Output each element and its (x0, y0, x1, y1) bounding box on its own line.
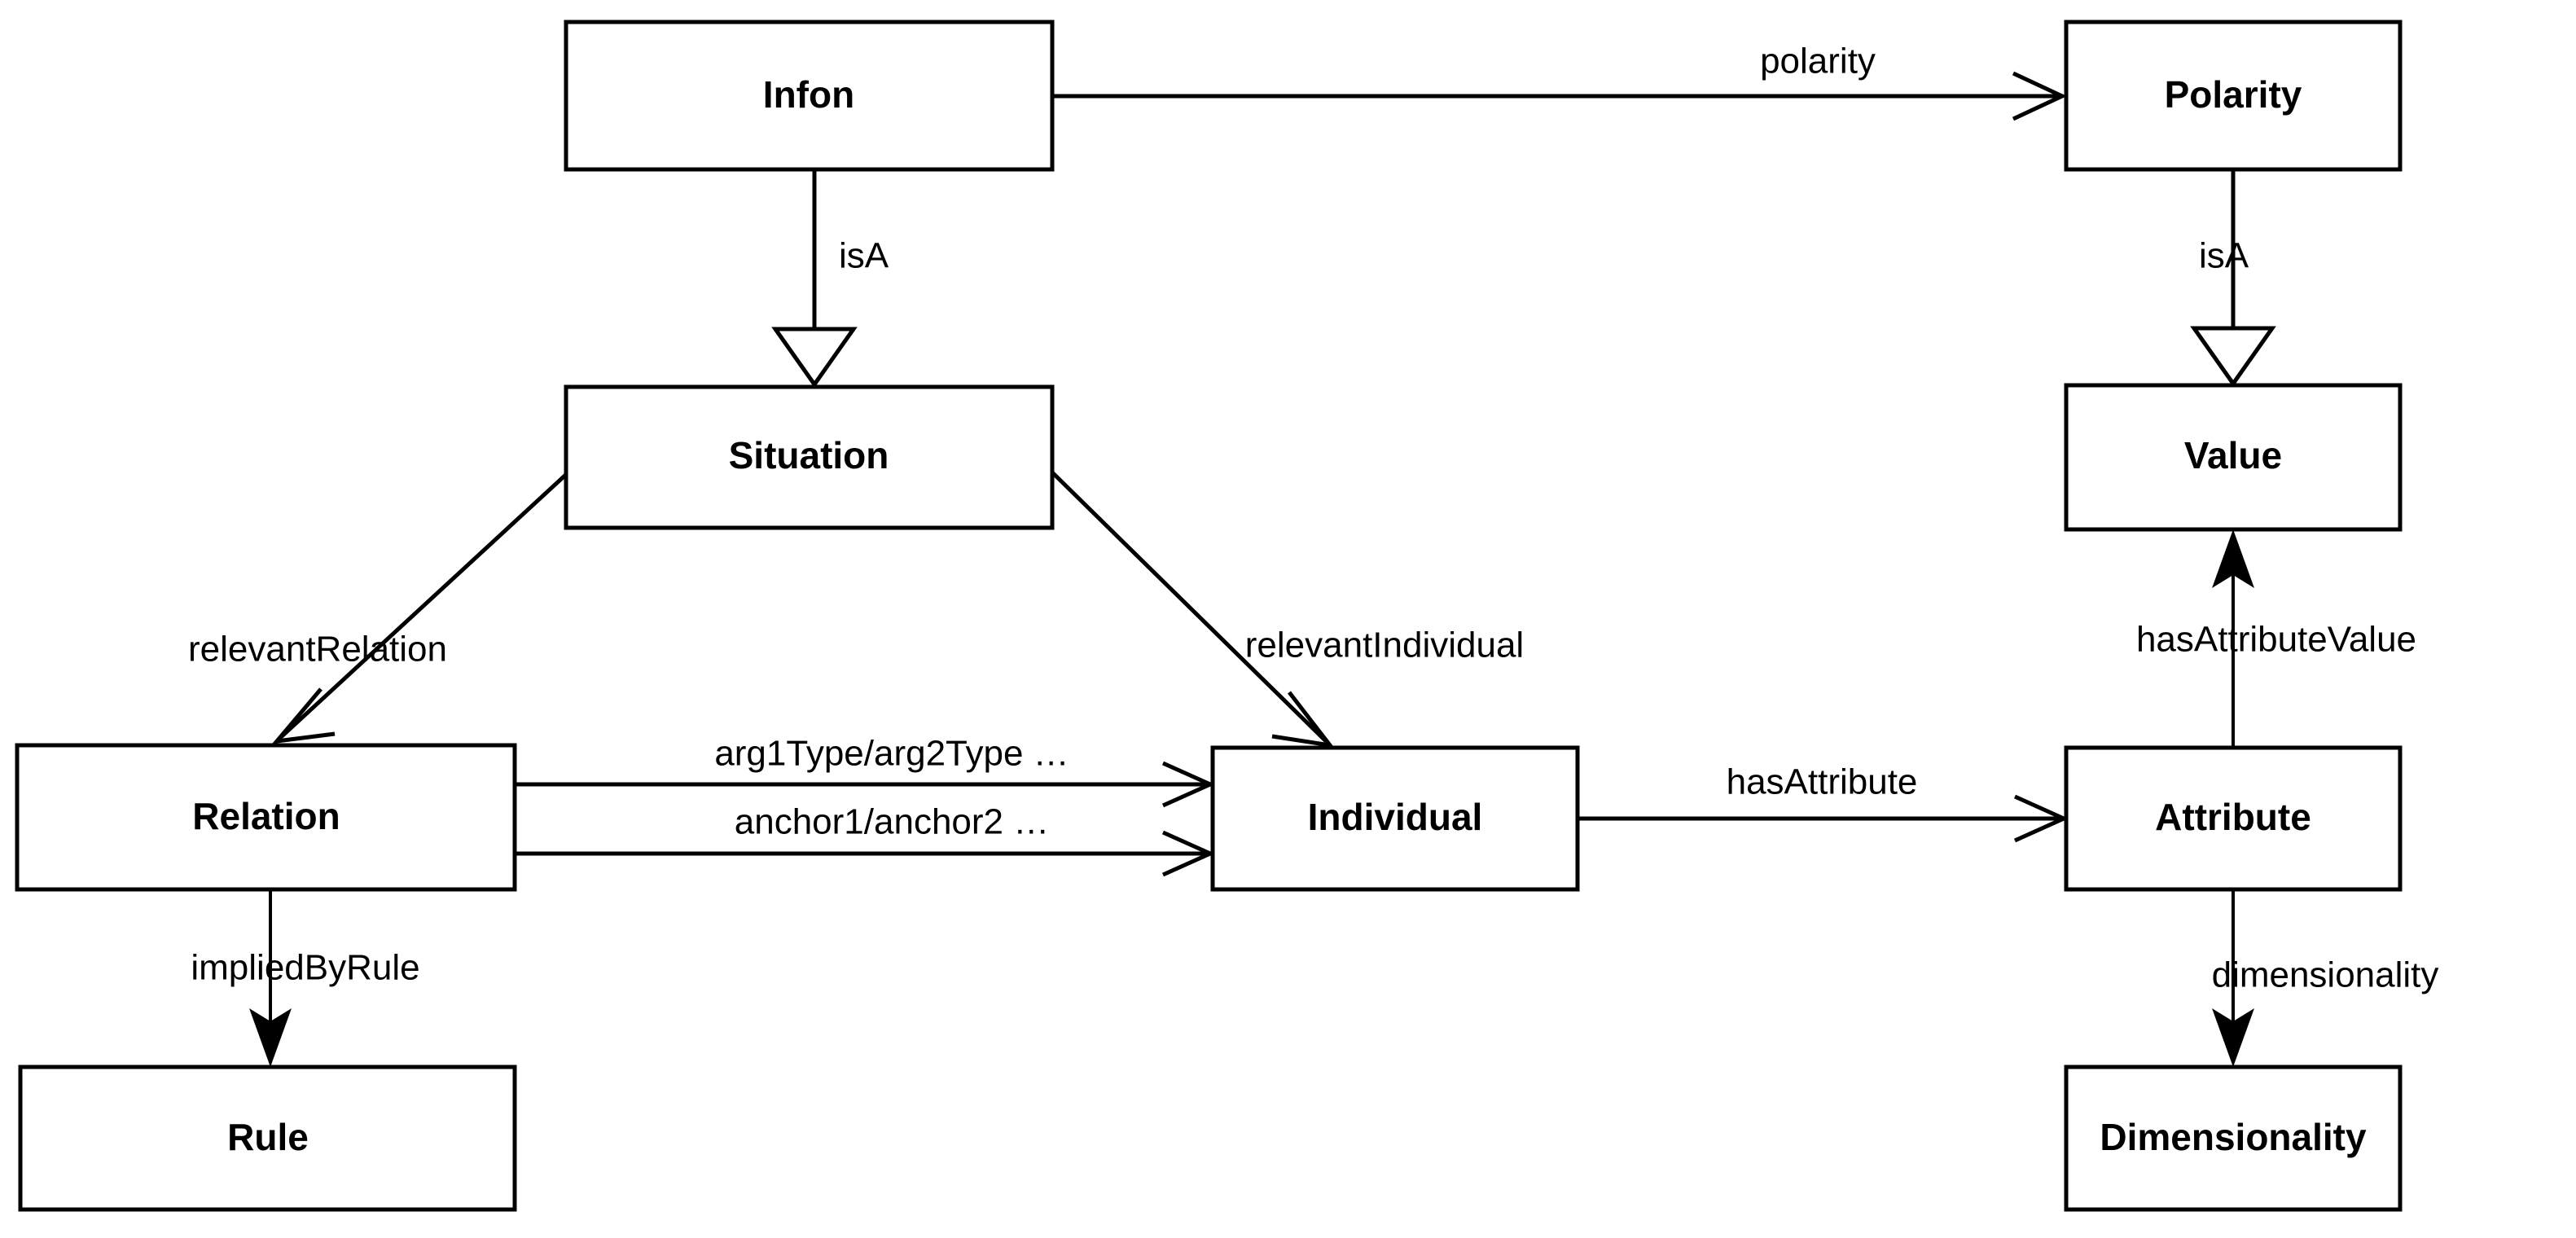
node-dimensionality[interactable]: Dimensionality (2064, 1065, 2403, 1212)
edge-arg-type[interactable] (515, 761, 1216, 808)
edge-label-has-attribute: hasAttribute (1727, 762, 1918, 802)
edge-label-relevant-individual: relevantIndividual (1245, 626, 1524, 665)
edge-polarity-isa-arrowhead-hollow-triangle-icon (2190, 326, 2276, 388)
edge-polarity-isa[interactable] (2190, 169, 2276, 388)
edge-infon-isa[interactable] (771, 169, 858, 389)
edge-label-anchor: anchor1/anchor2 … (735, 802, 1049, 842)
node-attribute[interactable]: Attribute (2064, 745, 2403, 892)
edge-label-relevant-relation: relevantRelation (188, 630, 447, 669)
node-value-box (2064, 383, 2403, 532)
edge-has-attribute-value-arrowhead-solid-icon (2212, 529, 2254, 588)
edge-implied-by-rule-arrowhead-solid-icon (249, 1008, 292, 1067)
edge-arg-type-arrowhead-open-icon (1161, 761, 1216, 808)
node-dimensionality-label: Dimensionality (2100, 1116, 2367, 1158)
node-individual-box (1210, 745, 1580, 892)
edge-relevant-individual-line (1049, 469, 1327, 743)
edge-label-dimensionality: dimensionality (2212, 955, 2439, 995)
edge-dimensionality-arrowhead-solid-icon (2212, 1008, 2254, 1067)
node-individual[interactable]: Individual (1210, 745, 1580, 892)
node-rule-label: Rule (227, 1116, 309, 1158)
edge-polarity-arrowhead-open-icon (2012, 71, 2067, 121)
node-relation[interactable]: Relation (15, 743, 517, 892)
node-polarity[interactable]: Polarity (2064, 20, 2403, 172)
node-attribute-label: Attribute (2155, 796, 2311, 838)
edge-relevant-individual[interactable] (1049, 469, 1335, 749)
node-infon-label: Infon (763, 73, 854, 116)
node-relation-box (15, 743, 517, 892)
node-situation[interactable]: Situation (564, 384, 1055, 530)
node-dimensionality-box (2064, 1065, 2403, 1212)
edge-has-attribute[interactable] (1578, 794, 2069, 843)
edge-anchor-arrowhead-open-icon (1161, 830, 1216, 877)
edge-label-infon-isa: isA (839, 236, 889, 276)
edge-label-polarity: polarity (1760, 42, 1876, 81)
edge-label-has-attribute-value: hasAttributeValue (2136, 620, 2416, 660)
edge-polarity[interactable] (1052, 71, 2067, 121)
edge-relevant-relation-line (279, 469, 572, 739)
node-relation-label: Relation (192, 795, 340, 837)
node-situation-label: Situation (729, 434, 889, 476)
node-attribute-box (2064, 745, 2403, 892)
node-individual-label: Individual (1308, 796, 1483, 838)
node-value-label: Value (2184, 434, 2282, 476)
edge-relevant-relation-arrowhead-open-icon (271, 687, 336, 744)
edge-implied-by-rule[interactable] (249, 889, 292, 1067)
node-polarity-box (2064, 20, 2403, 172)
edge-infon-isa-arrowhead-hollow-triangle-icon (771, 327, 858, 389)
edge-label-arg-type: arg1Type/arg2Type … (714, 734, 1069, 774)
edge-has-attribute-value[interactable] (2212, 529, 2254, 748)
edge-label-implied-by-rule: impliedByRule (191, 948, 419, 988)
node-polarity-label: Polarity (2165, 73, 2302, 116)
node-value[interactable]: Value (2064, 383, 2403, 532)
node-infon[interactable]: Infon (564, 20, 1055, 172)
node-situation-box (564, 384, 1055, 530)
edge-dimensionality[interactable] (2212, 889, 2254, 1067)
node-rule-box (18, 1065, 517, 1212)
node-infon-box (564, 20, 1055, 172)
edge-relevant-individual-arrowhead-open-icon (1271, 691, 1335, 749)
edge-has-attribute-arrowhead-open-icon (2013, 794, 2069, 843)
node-rule[interactable]: Rule (18, 1065, 517, 1212)
edge-anchor[interactable] (515, 830, 1216, 877)
edge-relevant-relation[interactable] (271, 469, 572, 744)
edge-label-polarity-isa: isA (2199, 236, 2249, 276)
